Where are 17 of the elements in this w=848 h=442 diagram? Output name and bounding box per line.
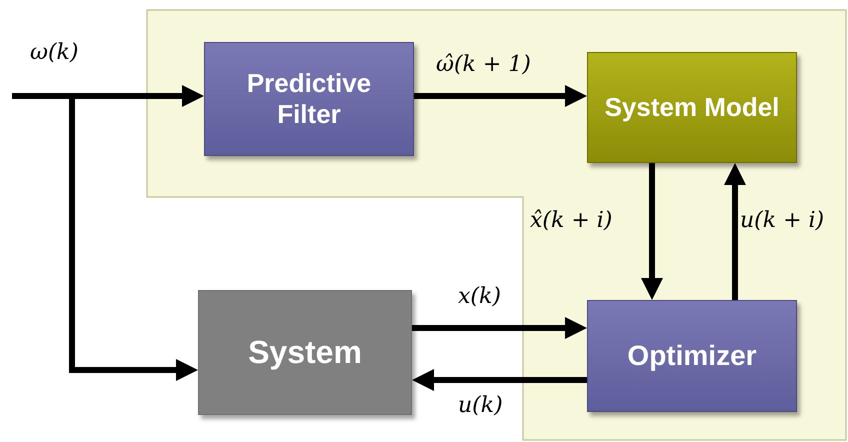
filter-block: Predictive Filter — [204, 42, 414, 156]
arrow — [69, 96, 198, 381]
arrow — [412, 317, 587, 339]
arrow — [641, 163, 663, 300]
optimizer-block: Optimizer — [587, 300, 797, 412]
edge-label: x(k) — [458, 284, 501, 309]
arrow — [412, 369, 587, 391]
edge-label: x̂(k + i) — [530, 208, 612, 233]
arrow — [12, 85, 204, 107]
edge-label: u(k + i) — [740, 208, 824, 233]
model-block: System Model — [587, 52, 797, 163]
system-block: System — [198, 290, 412, 415]
arrow — [414, 85, 587, 107]
edge-label: u(k) — [458, 393, 503, 418]
arrow — [724, 163, 746, 300]
edge-label: ω̂(k + 1) — [436, 52, 531, 77]
edge-label: ω(k) — [30, 40, 78, 65]
